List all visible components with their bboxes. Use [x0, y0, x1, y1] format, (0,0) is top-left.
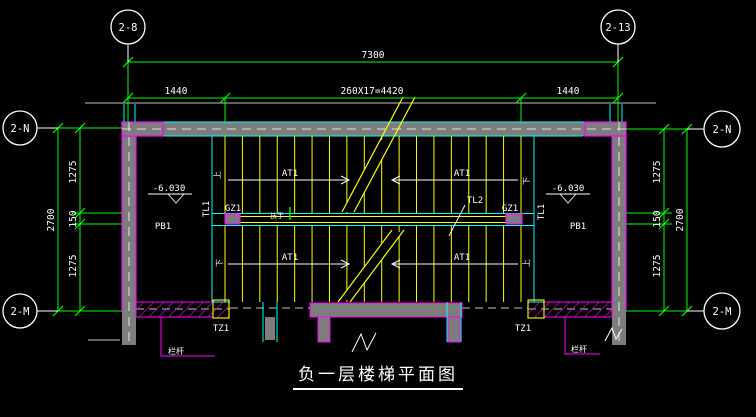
tz1-column-right: [527, 299, 545, 319]
dim-tick: [658, 305, 670, 317]
break-symbol: [351, 332, 377, 353]
dim-tick: [612, 92, 624, 104]
dim-tick: [515, 92, 527, 104]
flight-label: AT1: [454, 169, 470, 179]
column-label: GZ1: [502, 204, 518, 214]
break-mask: [340, 232, 402, 300]
callout-text: 栏杆: [168, 346, 184, 356]
dim-tick: [658, 123, 670, 135]
down-mark: 下: [522, 177, 531, 185]
callout-left: 栏杆: [160, 317, 215, 357]
grid-bubble-label: 2-M: [11, 306, 30, 318]
up-mark: 上: [522, 259, 531, 267]
dim-text: 1275: [68, 161, 79, 184]
break-mask: [342, 140, 392, 212]
slab-label: PB1: [570, 222, 586, 232]
grid-bubble-label: 2-8: [119, 22, 138, 34]
landing-annotations: PB1 PB1 -6.030 -6.030: [148, 184, 590, 232]
beam-label: TL1: [202, 201, 212, 217]
grid-bubble-top-right: 2-13: [600, 9, 636, 62]
direction-arrows: [228, 175, 518, 269]
dim-text: 260X17=4420: [341, 86, 404, 97]
flight-annotations: AT1 AT1 AT1 AT1 上 下 下 上: [213, 169, 531, 269]
entry-wall-stub: [447, 316, 461, 343]
dim-tick: [74, 207, 86, 219]
drawing-title: 负一层楼梯平面图: [298, 365, 458, 385]
top-wall: [122, 122, 626, 136]
level-triangle-icon: [166, 193, 186, 204]
flight-label: AT1: [282, 169, 298, 179]
bottom-structures: TZ1 TZ1 栏杆 栏杆: [135, 299, 623, 357]
handrail-label: 扶手: [270, 211, 284, 220]
jamb-ticks: [123, 104, 623, 122]
dim-tick: [658, 207, 670, 219]
dim-text: 1275: [68, 255, 79, 278]
grid-bubble-label: 2-N: [11, 123, 30, 135]
stair-column-label: TZ1: [515, 324, 531, 334]
stair-column-label: TZ1: [213, 324, 229, 334]
grid-bubble-right-top: 2-N: [687, 110, 741, 148]
dim-text: 150: [652, 210, 663, 227]
level-marker-left: -6.030: [148, 184, 192, 204]
tz1-column-left: [212, 299, 230, 319]
level-marker-right: -6.030: [546, 184, 590, 204]
grid-bubble-label: 2-N: [713, 124, 732, 136]
dim-tick: [74, 218, 86, 230]
grid-bubble-right-bottom: 2-M: [687, 292, 741, 330]
break-lines: [337, 96, 416, 303]
entry-wall-stub: [317, 316, 331, 343]
beam-label: TL1: [537, 204, 547, 220]
grid-bubble-left-bottom: 2-M: [2, 293, 58, 329]
dimensions: 7300 1440 260X17=4420 1440 2700 1275 150…: [46, 50, 693, 317]
entry-wall: [309, 302, 463, 318]
beam-label: TL2: [467, 196, 483, 206]
stair: [136, 96, 612, 303]
flight-label: AT1: [282, 253, 298, 263]
dim-tick: [219, 92, 231, 104]
right-wall: [612, 136, 626, 345]
infill-wall-right: [543, 301, 613, 318]
flight-label: AT1: [454, 253, 470, 263]
down-mark: 下: [215, 259, 224, 267]
handrail-band: [212, 213, 534, 226]
dim-text: 2700: [675, 208, 686, 231]
level-value: -6.030: [552, 184, 585, 194]
door-frames: [262, 302, 462, 342]
gz1-column-right: [505, 213, 523, 225]
break-symbol: [604, 326, 623, 342]
grid-bubbles: 2-8 2-13 2-N 2-M 2-N 2-M: [2, 9, 741, 330]
dim-text: 1440: [165, 86, 188, 97]
column-label: GZ1: [225, 204, 241, 214]
grid-bubble-top-left: 2-8: [110, 9, 146, 62]
dim-tick: [658, 218, 670, 230]
callout-right: 栏杆: [564, 317, 600, 355]
dim-tick: [74, 122, 86, 134]
dim-tick: [122, 92, 134, 104]
door-stub: [265, 317, 275, 340]
left-wall: [122, 136, 136, 345]
dim-text: 1440: [557, 86, 580, 97]
leader-line: [448, 204, 466, 237]
infill-wall-left: [135, 301, 214, 318]
grid-bubble-label: 2-M: [713, 306, 732, 318]
slab-label: PB1: [155, 222, 171, 232]
dim-tick: [74, 305, 86, 317]
dim-text: 7300: [362, 50, 385, 61]
dim-text: 150: [68, 210, 79, 227]
dim-text: 1275: [652, 255, 663, 278]
drawing-title-block: 负一层楼梯平面图: [293, 365, 463, 390]
member-labels: TL1 TL1 TL2 GZ1 GZ1 扶手: [202, 196, 547, 237]
level-triangle-icon: [558, 193, 578, 204]
treads-upper-flight: [224, 136, 522, 214]
dim-text: 1275: [652, 161, 663, 184]
dimension-ticks: [52, 56, 693, 317]
grid-bubble-label: 2-13: [605, 22, 630, 34]
up-mark: 上: [213, 171, 222, 179]
gz1-column-left: [224, 213, 241, 225]
level-value: -6.030: [153, 184, 186, 194]
callout-text: 栏杆: [571, 344, 587, 354]
dim-text: 2700: [46, 208, 57, 231]
grid-bubble-left-top: 2-N: [2, 110, 58, 146]
